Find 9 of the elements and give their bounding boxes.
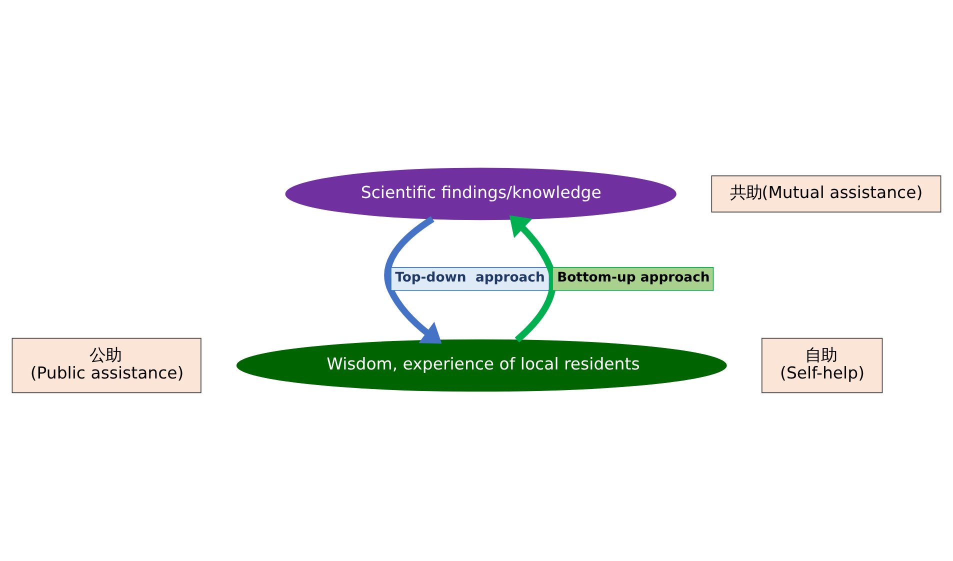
node-box: 公助 (Public assistance)	[12, 338, 202, 394]
edge-label: Bottom-up approach	[557, 270, 710, 286]
node-box: 共助(Mutual assistance)	[711, 175, 942, 212]
edge-label: Top-down approach	[395, 270, 545, 286]
arrow	[384, 216, 442, 344]
node-box: 自助 (Self-help)	[762, 338, 883, 394]
node-ellipse: Scientific findings/knowledge	[285, 168, 676, 220]
node-ellipse: Wisdom, experience of local residents	[236, 339, 727, 392]
arrow	[509, 215, 556, 342]
